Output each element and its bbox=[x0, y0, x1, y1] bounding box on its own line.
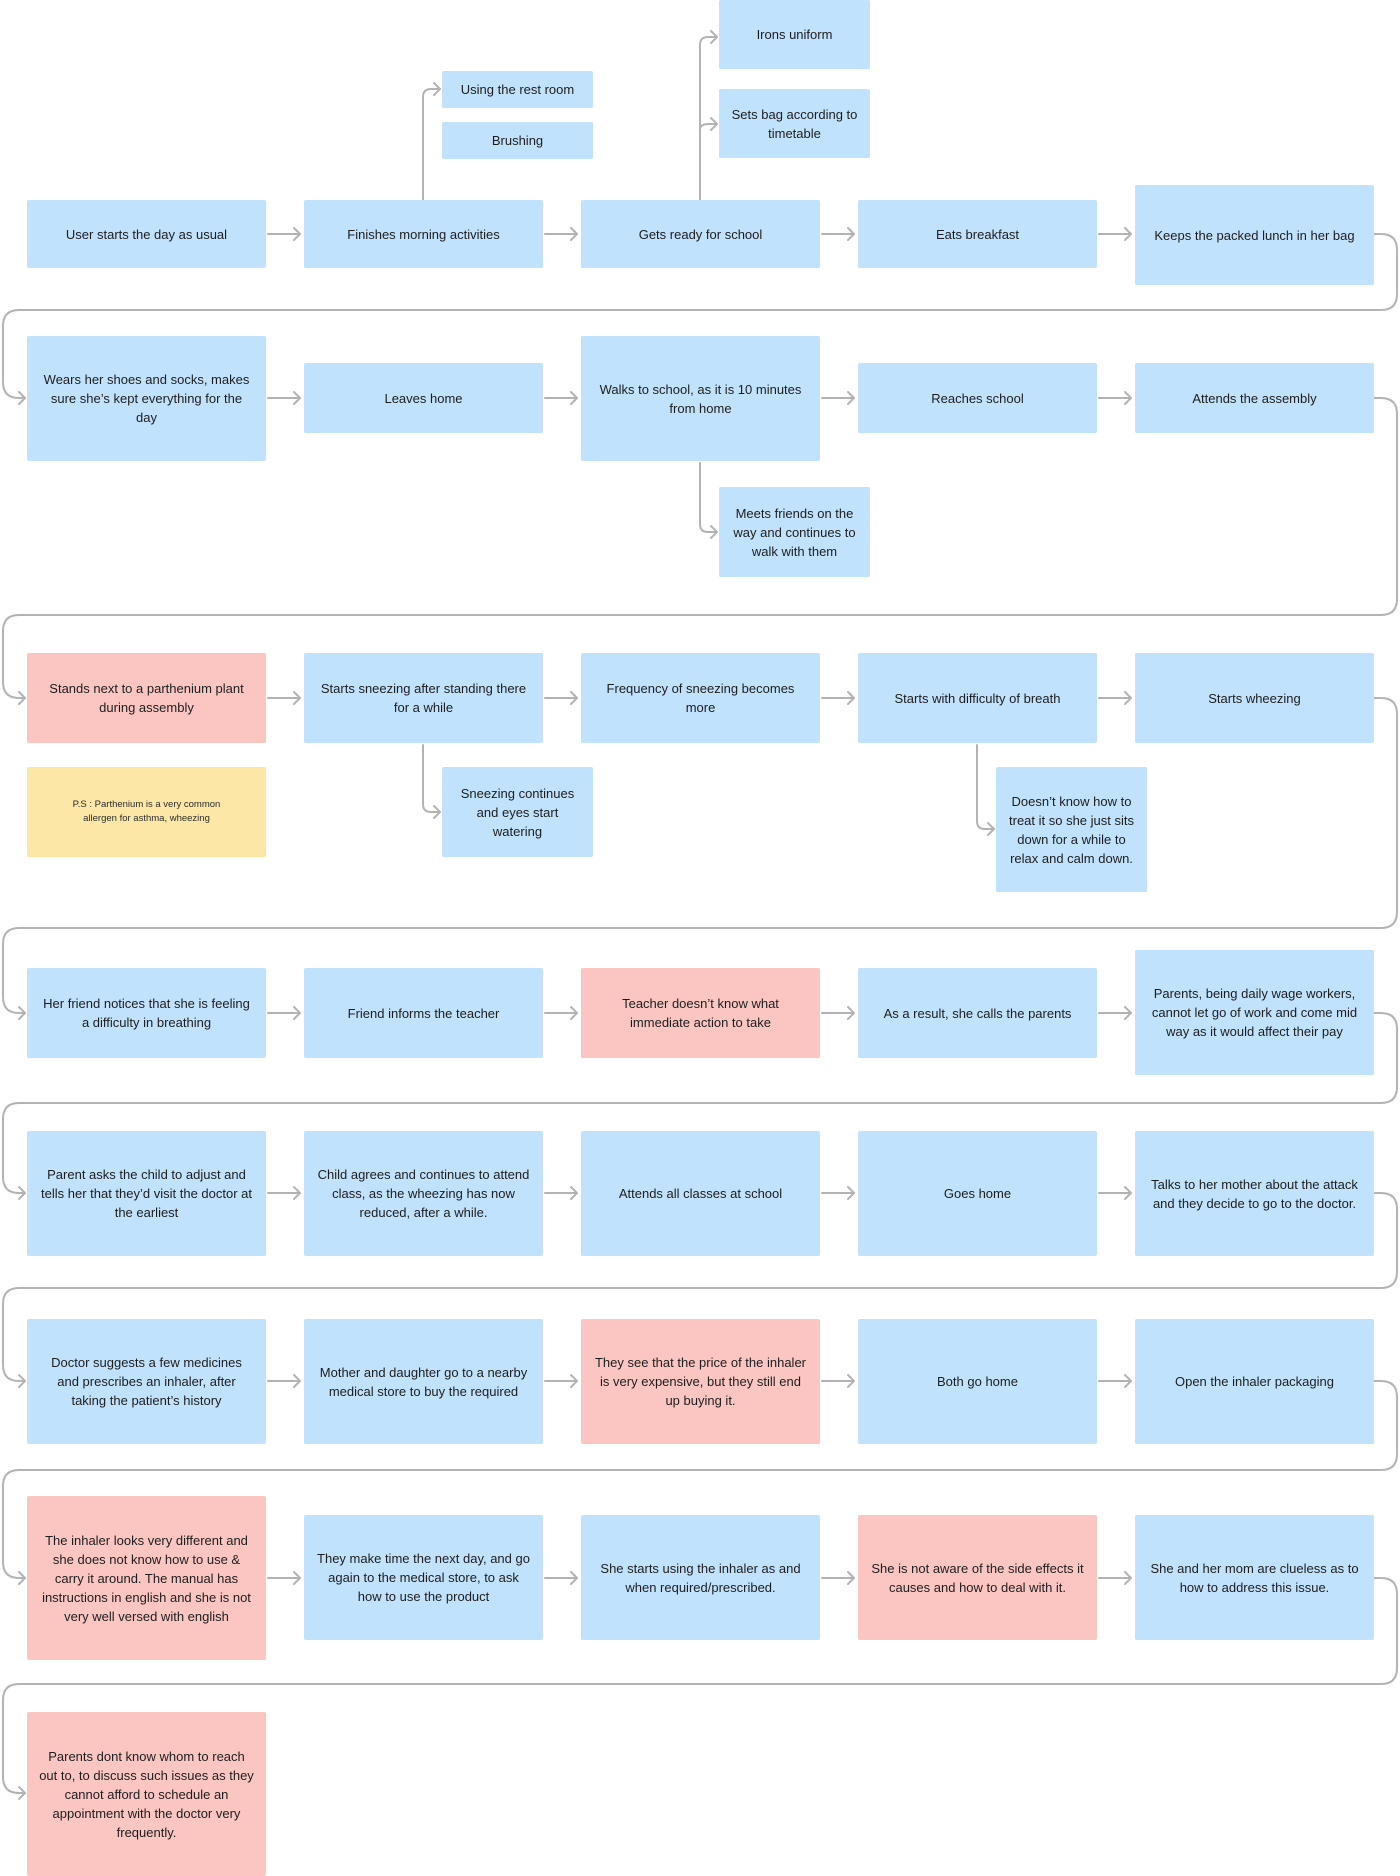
arrow-row6-col4-head bbox=[1124, 1374, 1132, 1388]
wrap-row3-row4-head bbox=[18, 1006, 26, 1020]
branch-irons-uniform-head bbox=[710, 30, 718, 44]
step-attends-classes: Attends all classes at school bbox=[581, 1131, 820, 1256]
step-medical-store: Mother and daughter go to a nearby medic… bbox=[304, 1319, 543, 1444]
pain-point-inhaler-manual: The inhaler looks very different and she… bbox=[27, 1496, 266, 1660]
branch-sits-down-head bbox=[987, 822, 995, 836]
branch-sets-bag-head bbox=[710, 117, 718, 131]
step-attends-assembly: Attends the assembly bbox=[1135, 363, 1374, 433]
step-sneezing-frequency: Frequency of sneezing becomes more bbox=[581, 653, 820, 743]
arrow-row4-col2-head bbox=[570, 1006, 578, 1020]
arrow-row7-col2-head bbox=[570, 1571, 578, 1585]
branch-rest-room bbox=[422, 88, 441, 201]
arrow-row4-col3-head bbox=[847, 1006, 855, 1020]
step-doctor-prescribes: Doctor suggests a few medicines and pres… bbox=[27, 1319, 266, 1444]
branch-irons-uniform bbox=[699, 36, 718, 201]
branch-sits-down bbox=[976, 744, 995, 830]
branch-meets-friends-head bbox=[710, 525, 718, 539]
arrow-row1-col2-head bbox=[570, 227, 578, 241]
step-starts-sneezing: Starts sneezing after standing there for… bbox=[304, 653, 543, 743]
step-goes-home: Goes home bbox=[858, 1131, 1097, 1256]
pain-point-teacher: Teacher doesn’t know what immediate acti… bbox=[581, 968, 820, 1058]
step-starts-wheezing: Starts wheezing bbox=[1135, 653, 1374, 743]
substep-rest-room: Using the rest room bbox=[442, 71, 593, 108]
step-informs-teacher: Friend informs the teacher bbox=[304, 968, 543, 1058]
step-shoes-socks: Wears her shoes and socks, makes sure sh… bbox=[27, 336, 266, 461]
step-walks-to-school: Walks to school, as it is 10 minutes fro… bbox=[581, 336, 820, 461]
step-difficulty-breath: Starts with difficulty of breath bbox=[858, 653, 1097, 743]
step-next-day-store: They make time the next day, and go agai… bbox=[304, 1515, 543, 1640]
arrow-row3-col3-head bbox=[847, 691, 855, 705]
step-start-day: User starts the day as usual bbox=[27, 200, 266, 268]
wrap-row5-row6-head bbox=[18, 1374, 26, 1388]
arrow-row7-col3-head bbox=[847, 1571, 855, 1585]
substep-sets-bag: Sets bag according to timetable bbox=[719, 89, 870, 158]
arrow-row6-col3-head bbox=[847, 1374, 855, 1388]
arrow-row6-col1-head bbox=[293, 1374, 301, 1388]
step-morning-activities: Finishes morning activities bbox=[304, 200, 543, 268]
arrow-row3-col1-head bbox=[293, 691, 301, 705]
substep-irons-uniform: Irons uniform bbox=[719, 0, 870, 69]
step-parent-asks-adjust: Parent asks the child to adjust and tell… bbox=[27, 1131, 266, 1256]
pain-point-parthenium: Stands next to a parthenium plant during… bbox=[27, 653, 266, 743]
arrow-row4-col4-head bbox=[1124, 1006, 1132, 1020]
arrow-row1-col3-head bbox=[847, 227, 855, 241]
branch-sets-bag bbox=[699, 123, 718, 131]
branch-rest-room-head bbox=[433, 82, 441, 96]
wrap-row2-row3-head bbox=[18, 691, 26, 705]
step-reaches-school: Reaches school bbox=[858, 363, 1097, 433]
arrow-row2-col2-head bbox=[570, 391, 578, 405]
arrow-row1-col1-head bbox=[293, 227, 301, 241]
step-talks-to-mother: Talks to her mother about the attack and… bbox=[1135, 1131, 1374, 1256]
branch-eyes-watering bbox=[422, 744, 441, 813]
step-uses-inhaler: She starts using the inhaler as and when… bbox=[581, 1515, 820, 1640]
substep-brushing: Brushing bbox=[442, 122, 593, 159]
arrow-row3-col4-head bbox=[1124, 691, 1132, 705]
arrow-row1-col4-head bbox=[1124, 227, 1132, 241]
step-friend-notices: Her friend notices that she is feeling a… bbox=[27, 968, 266, 1058]
arrow-row5-col4-head bbox=[1124, 1186, 1132, 1200]
arrow-row5-col2-head bbox=[570, 1186, 578, 1200]
substep-sits-down: Doesn’t know how to treat it so she just… bbox=[996, 767, 1147, 892]
step-parents-wage: Parents, being daily wage workers, canno… bbox=[1135, 950, 1374, 1075]
step-leaves-home: Leaves home bbox=[304, 363, 543, 433]
wrap-row4-row5-head bbox=[18, 1186, 26, 1200]
arrow-row3-col2-head bbox=[570, 691, 578, 705]
arrow-row2-col3-head bbox=[847, 391, 855, 405]
step-clueless: She and her mom are clueless as to how t… bbox=[1135, 1515, 1374, 1640]
pain-point-whom-to-reach: Parents dont know whom to reach out to, … bbox=[27, 1712, 266, 1876]
substep-meets-friends: Meets friends on the way and continues t… bbox=[719, 487, 870, 577]
step-both-go-home: Both go home bbox=[858, 1319, 1097, 1444]
step-open-packaging: Open the inhaler packaging bbox=[1135, 1319, 1374, 1444]
wrap-row7-row8-head bbox=[18, 1786, 26, 1800]
branch-meets-friends bbox=[699, 462, 718, 533]
arrow-row6-col2-head bbox=[570, 1374, 578, 1388]
step-eats-breakfast: Eats breakfast bbox=[858, 200, 1097, 268]
step-child-agrees: Child agrees and continues to attend cla… bbox=[304, 1131, 543, 1256]
step-packed-lunch: Keeps the packed lunch in her bag bbox=[1135, 185, 1374, 285]
arrow-row2-col4-head bbox=[1124, 391, 1132, 405]
branch-eyes-watering-head bbox=[433, 805, 441, 819]
arrow-row5-col1-head bbox=[293, 1186, 301, 1200]
arrow-row7-col4-head bbox=[1124, 1571, 1132, 1585]
arrow-row4-col1-head bbox=[293, 1006, 301, 1020]
arrow-row7-col1-head bbox=[293, 1571, 301, 1585]
step-calls-parents: As a result, she calls the parents bbox=[858, 968, 1097, 1058]
pain-point-side-effects: She is not aware of the side effects it … bbox=[858, 1515, 1097, 1640]
arrow-row5-col3-head bbox=[847, 1186, 855, 1200]
arrow-row2-col1-head bbox=[293, 391, 301, 405]
wrap-row6-row7-head bbox=[18, 1571, 26, 1585]
wrap-row1-row2-head bbox=[18, 391, 26, 405]
substep-eyes-watering: Sneezing continues and eyes start wateri… bbox=[442, 767, 593, 857]
step-gets-ready: Gets ready for school bbox=[581, 200, 820, 268]
parthenium-note: P.S : Parthenium is a very common allerg… bbox=[27, 767, 266, 857]
pain-point-price: They see that the price of the inhaler i… bbox=[581, 1319, 820, 1444]
